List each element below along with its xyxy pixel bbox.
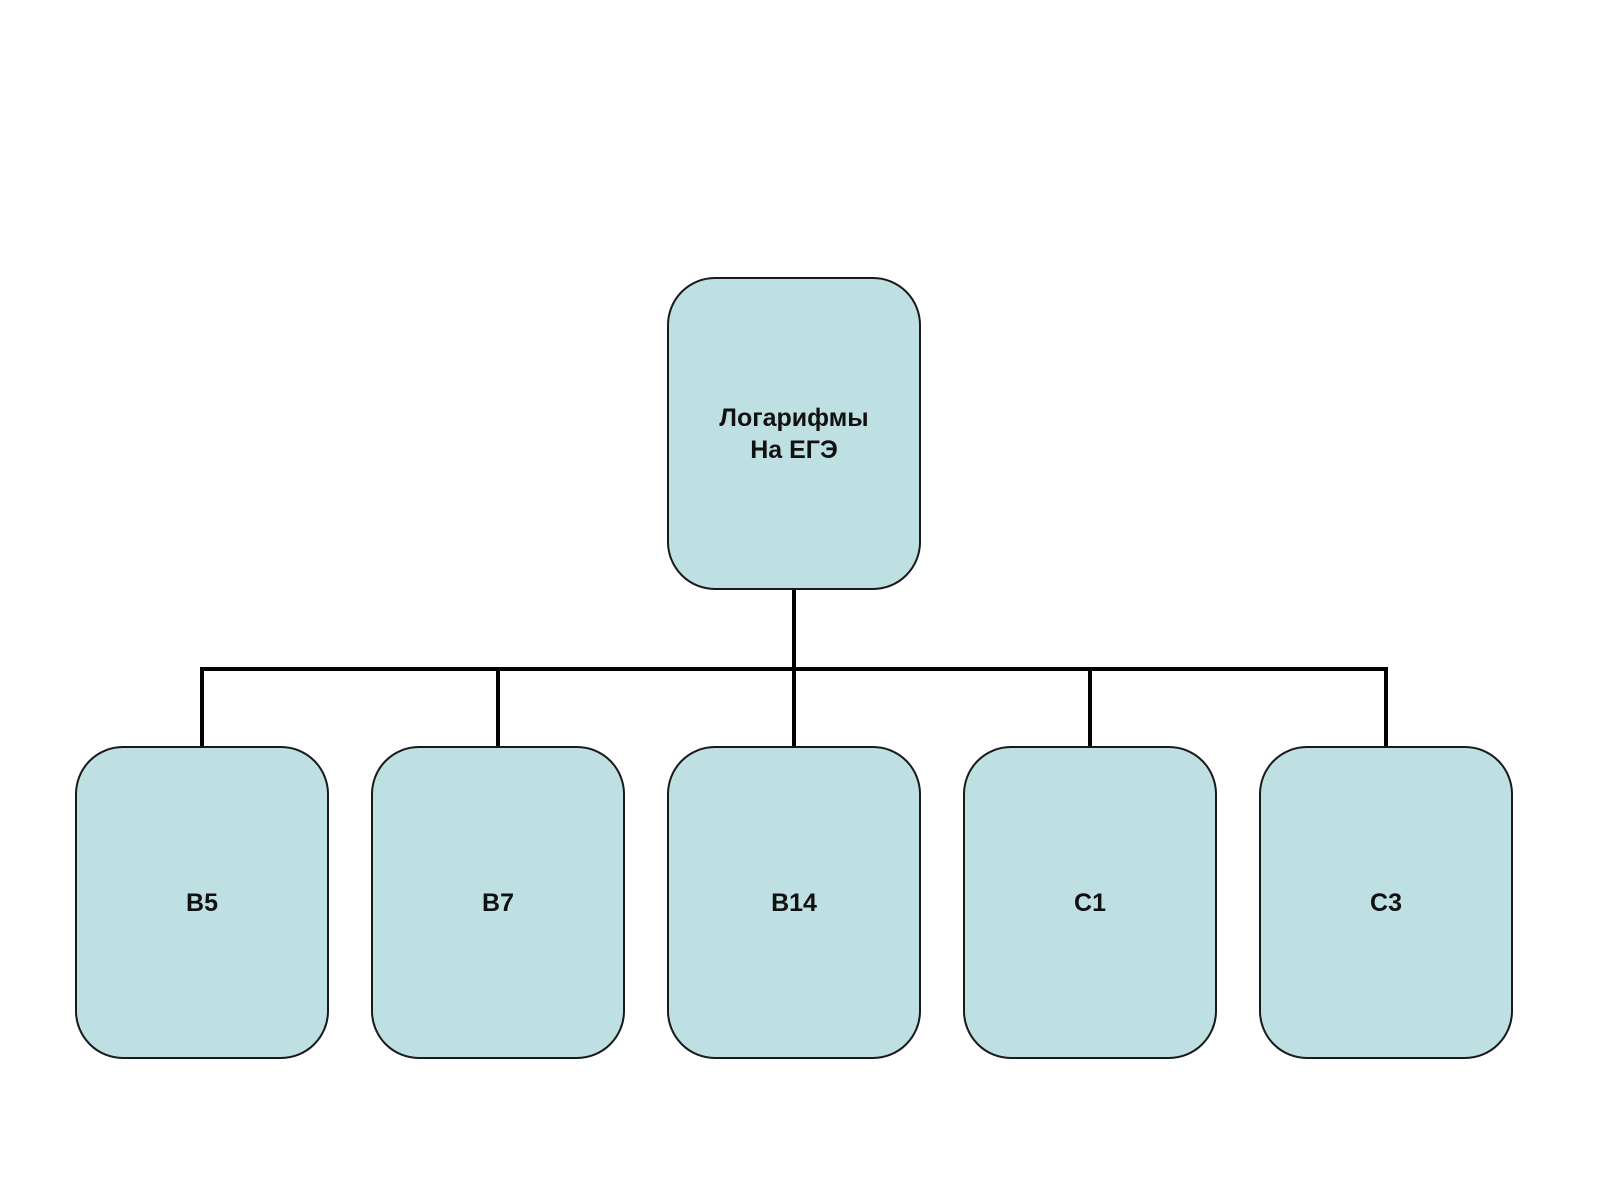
child-node-label: B7 [482,888,514,917]
child-node-label: C1 [1074,888,1106,917]
child-node-b14[interactable]: B14 [667,746,921,1059]
root-node-title-line-1: Логарифмы [719,403,869,432]
child-node-label: C3 [1370,888,1402,917]
child-node-b7[interactable]: B7 [371,746,625,1059]
root-node-logarithms[interactable]: Логарифмы На ЕГЭ [667,277,921,590]
child-node-b5[interactable]: B5 [75,746,329,1059]
child-node-c1[interactable]: C1 [963,746,1217,1059]
child-node-label: B14 [771,888,817,917]
root-node-title-line-2: На ЕГЭ [750,435,838,464]
child-node-label: B5 [186,888,218,917]
child-node-c3[interactable]: C3 [1259,746,1513,1059]
